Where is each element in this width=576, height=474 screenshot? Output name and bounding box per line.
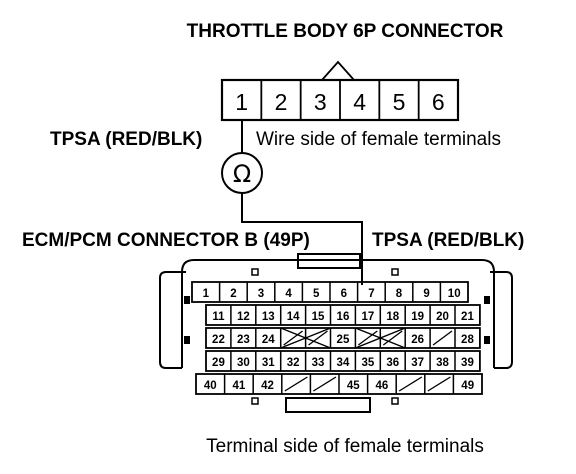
connector-49p-left-lug-2 [184, 336, 190, 344]
terminal-label: 45 [347, 380, 360, 392]
top-connector-title: THROTTLE BODY 6P CONNECTOR [187, 21, 504, 42]
terminal-blank [427, 376, 451, 392]
terminal-label: 1 [203, 288, 210, 300]
pin6-label: 6 [432, 89, 445, 115]
connector-49p-right-lug [484, 296, 490, 304]
terminal-side-label: Terminal side of female terminals [206, 436, 484, 457]
terminal-blank [308, 330, 328, 346]
pin6-label: 2 [275, 89, 288, 115]
ohmmeter-probe: Ω [221, 120, 363, 285]
terminal-label: 35 [361, 357, 374, 369]
terminal-label: 6 [341, 288, 347, 300]
connector-49p-marker-bottom-left [251, 397, 259, 405]
connector-49p-top-latch [297, 253, 361, 269]
terminal-label: 24 [262, 334, 275, 346]
terminal-label: 22 [212, 334, 225, 346]
terminal-label: 19 [411, 311, 424, 323]
terminal-label: 42 [261, 380, 274, 392]
ecm-connector-title: ECM/PCM CONNECTOR B (49P) [22, 230, 310, 251]
terminal-row [205, 304, 481, 326]
terminal-label: 46 [376, 380, 389, 392]
terminal-label: 12 [237, 311, 250, 323]
pin6-label: 4 [353, 89, 366, 115]
terminal-blank [313, 376, 337, 392]
terminal-label: 10 [448, 288, 461, 300]
terminal-label: 3 [258, 288, 264, 300]
terminal-label: 14 [287, 311, 300, 323]
terminal-label: 17 [361, 311, 374, 323]
terminal-label: 29 [212, 357, 225, 369]
terminal-label: 40 [204, 380, 217, 392]
terminal-label: 7 [368, 288, 374, 300]
connector-6p-key [321, 60, 355, 81]
connector-49p-outer-shell [181, 259, 495, 368]
terminal-label: 15 [312, 311, 325, 323]
terminal-label: 39 [461, 357, 474, 369]
blank-cross [355, 327, 406, 349]
connector-49p-left-wing [159, 271, 186, 369]
terminal-label: 36 [386, 357, 399, 369]
terminal-label: 25 [337, 334, 350, 346]
terminal-blank [382, 330, 403, 346]
pin6-label: 3 [314, 89, 327, 115]
pin6-label: 1 [235, 89, 248, 115]
tpsa-right-label: TPSA (RED/BLK) [372, 230, 524, 251]
terminal-label: 21 [461, 311, 474, 323]
terminal-label: 41 [233, 380, 246, 392]
terminal-label: 28 [461, 334, 474, 346]
terminal-label: 38 [436, 357, 449, 369]
wire-side-label: Wire side of female terminals [256, 129, 501, 150]
terminal-label: 9 [423, 288, 429, 300]
terminal-label: 32 [287, 357, 300, 369]
connector-49p-marker-top-left [251, 268, 259, 276]
terminal-label: 4 [285, 288, 292, 300]
terminal-label: 26 [411, 334, 424, 346]
terminal-blank [432, 330, 453, 346]
connector-49p-right-wing [490, 271, 513, 369]
connector-49p-right-lug-2 [484, 336, 490, 344]
terminal-label: 34 [337, 357, 350, 369]
terminal-label: 2 [230, 288, 236, 300]
terminal-row [205, 327, 481, 349]
connector-49p-left-lug [184, 296, 190, 304]
probe-wire-lower [241, 193, 363, 285]
terminal-label: 16 [337, 311, 350, 323]
connector-49p-marker-top-right [391, 268, 399, 276]
ohm-icon: Ω [233, 160, 251, 188]
terminal-label: 37 [411, 357, 424, 369]
blank-cross [280, 327, 331, 349]
terminal-blank [283, 330, 303, 346]
terminal-label: 20 [436, 311, 449, 323]
terminal-label: 18 [386, 311, 399, 323]
terminal-label: 23 [237, 334, 250, 346]
pin6-label: 5 [393, 89, 406, 115]
terminal-label: 5 [313, 288, 320, 300]
terminal-blank [358, 330, 378, 346]
tpsa-left-label: TPSA (RED/BLK) [50, 129, 202, 150]
terminal-label: 8 [396, 288, 403, 300]
terminal-label: 31 [262, 357, 275, 369]
terminal-label: 13 [262, 311, 275, 323]
terminal-label: 30 [237, 357, 250, 369]
connector-49p-bottom-latch [285, 397, 371, 413]
terminal-row [205, 350, 481, 372]
terminal-blank [284, 376, 308, 392]
terminal-label: 11 [212, 311, 225, 323]
connector-49p-marker-bottom-right [391, 397, 399, 405]
terminal-blank [398, 376, 423, 392]
terminal-label: 33 [312, 357, 325, 369]
terminal-label: 49 [461, 380, 474, 392]
